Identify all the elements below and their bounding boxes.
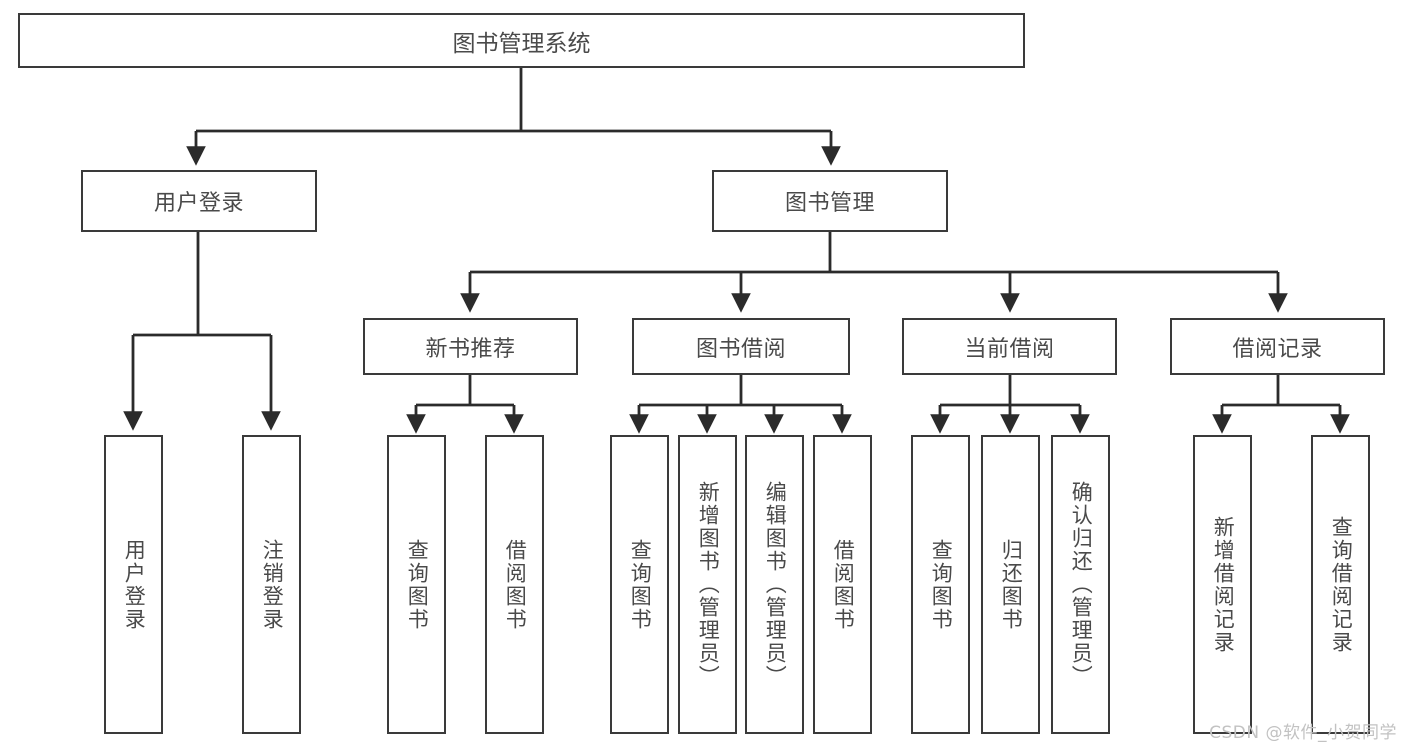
- node-book-management[interactable]: 图书管理: [712, 170, 948, 232]
- leaf-borrow-query-book[interactable]: 查询图书: [610, 435, 669, 734]
- node-root-system[interactable]: 图书管理系统: [18, 13, 1025, 68]
- node-label: 新书推荐: [425, 336, 516, 362]
- leaf-borrow-add-book[interactable]: 新增图书（管理员）: [678, 435, 737, 734]
- node-label: 当前借阅: [964, 336, 1055, 362]
- leaf-current-confirm-return[interactable]: 确认归还（管理员）: [1051, 435, 1110, 734]
- node-label: 注销登录: [260, 538, 285, 631]
- node-label: 查询图书: [929, 538, 954, 631]
- node-label: 查询图书: [628, 538, 653, 631]
- node-borrow-record[interactable]: 借阅记录: [1170, 318, 1385, 375]
- node-label: 图书管理系统: [452, 30, 591, 57]
- node-label: 图书管理: [784, 191, 875, 216]
- leaf-newbook-query-book[interactable]: 查询图书: [387, 435, 446, 734]
- node-label: 查询图书: [405, 538, 430, 631]
- leaf-current-return-book[interactable]: 归还图书: [981, 435, 1040, 734]
- node-new-book-recommend[interactable]: 新书推荐: [363, 318, 578, 375]
- node-current-borrow[interactable]: 当前借阅: [902, 318, 1117, 375]
- node-label: 借阅图书: [503, 538, 528, 631]
- node-book-borrow[interactable]: 图书借阅: [632, 318, 850, 375]
- node-user-login[interactable]: 用户登录: [81, 170, 317, 232]
- node-label: 借阅图书: [831, 538, 856, 631]
- node-label: 用户登录: [122, 538, 147, 631]
- leaf-record-query-record[interactable]: 查询借阅记录: [1311, 435, 1370, 734]
- node-label: 确认归还（管理员）: [1069, 481, 1094, 688]
- node-label: 归还图书: [999, 538, 1024, 631]
- node-label: 编辑图书（管理员）: [763, 481, 788, 688]
- watermark: CSDN @软件_小贺同学: [1209, 723, 1397, 743]
- node-label: 新增借阅记录: [1211, 515, 1236, 654]
- node-label: 借阅记录: [1232, 336, 1323, 362]
- node-label: 新增图书（管理员）: [696, 481, 721, 688]
- leaf-user-login[interactable]: 用户登录: [104, 435, 163, 734]
- node-label: 查询借阅记录: [1329, 515, 1354, 654]
- leaf-newbook-borrow-book[interactable]: 借阅图书: [485, 435, 544, 734]
- leaf-record-add-record[interactable]: 新增借阅记录: [1193, 435, 1252, 734]
- leaf-current-query-book[interactable]: 查询图书: [911, 435, 970, 734]
- leaf-borrow-borrow-book[interactable]: 借阅图书: [813, 435, 872, 734]
- node-label: 用户登录: [153, 191, 244, 216]
- leaf-borrow-edit-book[interactable]: 编辑图书（管理员）: [745, 435, 804, 734]
- node-label: 图书借阅: [695, 336, 786, 362]
- leaf-user-logout[interactable]: 注销登录: [242, 435, 301, 734]
